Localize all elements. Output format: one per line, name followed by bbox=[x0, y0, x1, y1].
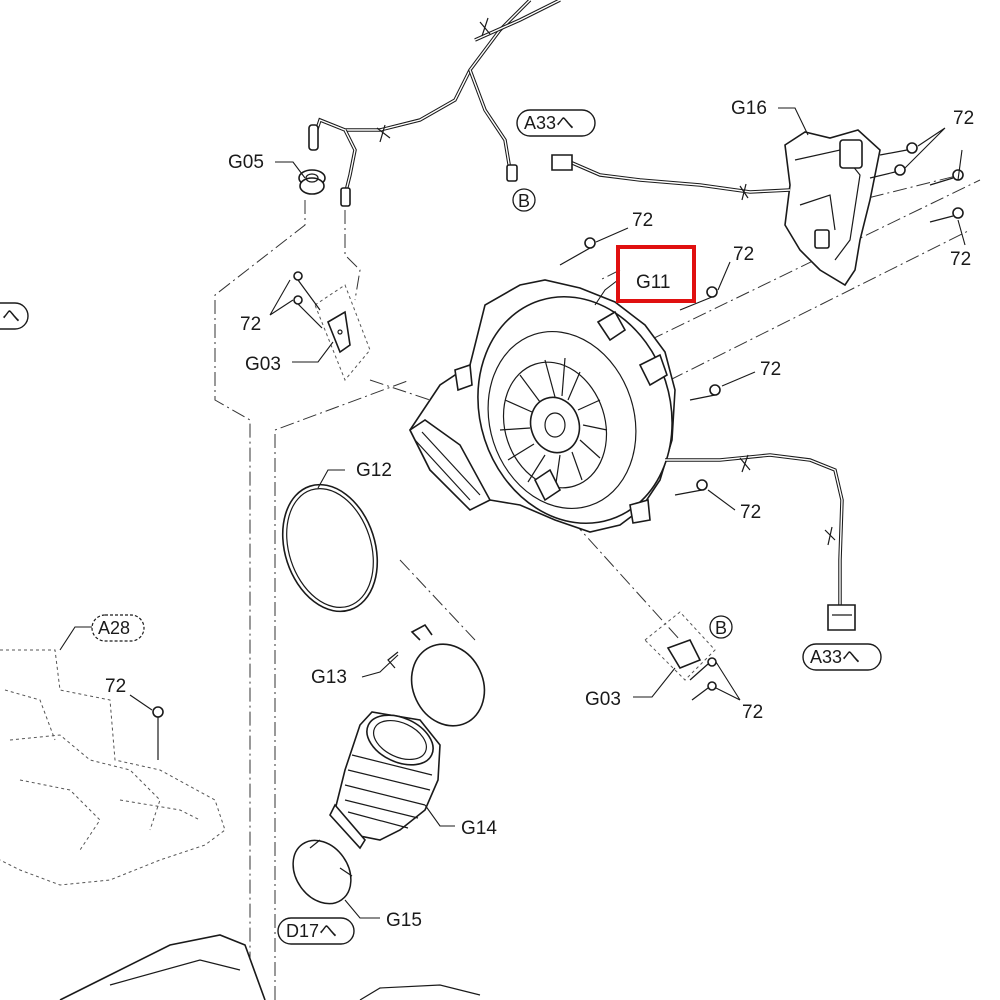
screw-72-i-leader bbox=[715, 661, 741, 701]
g16-bracket bbox=[784, 129, 881, 287]
screw-72-c-leader bbox=[717, 261, 731, 291]
screw-pair-left bbox=[293, 271, 323, 329]
screw-72-b-leader bbox=[595, 227, 629, 243]
b-top-circle bbox=[512, 188, 536, 212]
top-wire-harness bbox=[308, 0, 561, 207]
label-screw-72-e: 72 bbox=[740, 502, 761, 523]
screw-72-a-leader bbox=[269, 279, 294, 316]
a33-top-text: A33へ bbox=[524, 113, 574, 133]
label-screw-72-b: 72 bbox=[632, 210, 653, 231]
g12-oring bbox=[281, 483, 379, 613]
g03-top-leader bbox=[292, 341, 334, 363]
a28-pill bbox=[91, 614, 145, 642]
label-screw-72-f: 72 bbox=[953, 108, 974, 129]
label-screw-72-d: 72 bbox=[760, 359, 781, 380]
g15-ring bbox=[292, 839, 353, 905]
g05-leader bbox=[275, 161, 306, 179]
screw-72-e-leader bbox=[707, 489, 736, 511]
a33-bottom-pill bbox=[802, 643, 882, 671]
g15-leader bbox=[344, 899, 380, 919]
g13-leader bbox=[361, 654, 399, 678]
g12-oring-inner bbox=[286, 488, 374, 608]
g11-leader bbox=[594, 279, 619, 306]
screw-72-h-leader bbox=[957, 219, 966, 246]
label-g15: G15 bbox=[386, 910, 422, 931]
a33-top-pill bbox=[516, 109, 596, 137]
label-screw-72-c: 72 bbox=[733, 244, 754, 265]
blower-wire-harness bbox=[665, 453, 856, 631]
screw-72-d-leader bbox=[721, 371, 756, 387]
g14-leader bbox=[424, 804, 455, 827]
screw-a28 bbox=[152, 706, 164, 760]
label-screw-72-a: 72 bbox=[240, 314, 261, 335]
a28-frame bbox=[0, 649, 226, 886]
label-g05: G05 bbox=[228, 152, 264, 173]
label-g11: G11 bbox=[636, 272, 671, 293]
blower-housing-g11 bbox=[408, 279, 676, 533]
label-screw-72-h: 72 bbox=[950, 249, 971, 270]
d17-pill bbox=[277, 917, 355, 945]
label-g03-top: G03 bbox=[245, 354, 281, 375]
screw-72-j-leader bbox=[129, 694, 153, 711]
bottom-base-partial bbox=[59, 934, 481, 1000]
d17-text: D17へ bbox=[286, 921, 337, 941]
a28-leader bbox=[59, 626, 92, 651]
label-screw-72-i: 72 bbox=[742, 702, 763, 723]
b-bottom-text: B bbox=[715, 618, 727, 638]
b-top-text: B bbox=[518, 191, 530, 211]
g11-highlight-box bbox=[616, 245, 696, 303]
g03-top-clip bbox=[327, 310, 351, 354]
g16-leader bbox=[778, 107, 809, 136]
a33-top-wire bbox=[551, 154, 791, 201]
g14-duct bbox=[329, 711, 441, 850]
g05-plug bbox=[298, 169, 326, 195]
label-g16: G16 bbox=[731, 98, 767, 119]
screw-72-f-leader bbox=[904, 127, 946, 169]
label-g12: G12 bbox=[356, 460, 392, 481]
label-g03-bottom: G03 bbox=[585, 689, 621, 710]
g03-bottom-leader bbox=[633, 667, 676, 698]
g03-bottom-clip bbox=[666, 639, 717, 701]
screw-group-blower bbox=[559, 237, 721, 496]
left-ref-pill bbox=[0, 302, 29, 330]
b-bottom-circle bbox=[709, 615, 733, 639]
impeller-blades bbox=[499, 357, 608, 491]
screw-group-g16 bbox=[869, 142, 964, 223]
g13-clamp bbox=[387, 623, 486, 727]
a33-bottom-text: A33へ bbox=[810, 647, 860, 667]
g12-leader bbox=[317, 469, 345, 489]
left-ref-text: へ bbox=[2, 306, 20, 326]
label-screw-72-j: 72 bbox=[105, 676, 126, 697]
screw-72-g-leader bbox=[957, 149, 963, 181]
label-g13: G13 bbox=[311, 667, 347, 688]
label-g14: G14 bbox=[461, 818, 497, 839]
a28-text: A28 bbox=[98, 618, 130, 638]
